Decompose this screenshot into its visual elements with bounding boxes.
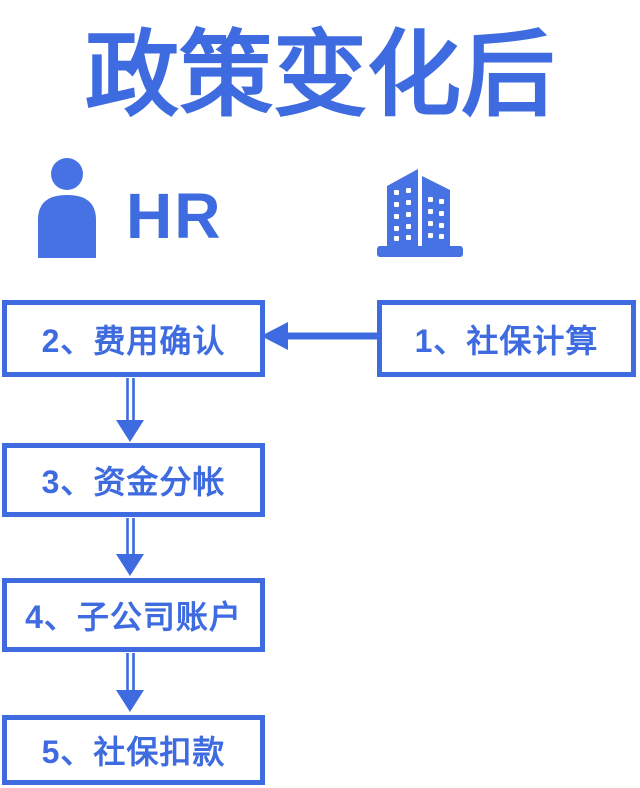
arrow-step1-to-step2 bbox=[261, 322, 379, 350]
arrow-step3-to-step4 bbox=[116, 518, 144, 576]
flow-step-4-box: 4、子公司账户 bbox=[2, 578, 265, 652]
flow-step-1-label: 1、社保计算 bbox=[414, 322, 599, 359]
building-windows bbox=[394, 188, 444, 241]
page-title: 政策变化后 bbox=[84, 22, 555, 127]
flow-step-5-label: 5、社保扣款 bbox=[41, 734, 226, 770]
flow-step-2-box: 2、费用确认 bbox=[2, 300, 265, 377]
building-icon bbox=[377, 169, 463, 257]
flow-step-3-box: 3、资金分帐 bbox=[2, 443, 265, 517]
flow-step-3-label: 3、资金分帐 bbox=[41, 464, 226, 500]
person-icon bbox=[38, 158, 96, 258]
hr-label: HR bbox=[126, 180, 223, 252]
flow-step-5-box: 5、社保扣款 bbox=[2, 715, 265, 785]
arrow-step2-to-step3 bbox=[116, 378, 144, 442]
flow-step-2-label: 2、费用确认 bbox=[41, 322, 226, 359]
actor-hr: HR bbox=[36, 158, 220, 260]
flow-step-1-box: 1、社保计算 bbox=[377, 300, 636, 377]
flow-step-4-label: 4、子公司账户 bbox=[25, 599, 242, 635]
arrow-step4-to-step5 bbox=[116, 653, 144, 712]
